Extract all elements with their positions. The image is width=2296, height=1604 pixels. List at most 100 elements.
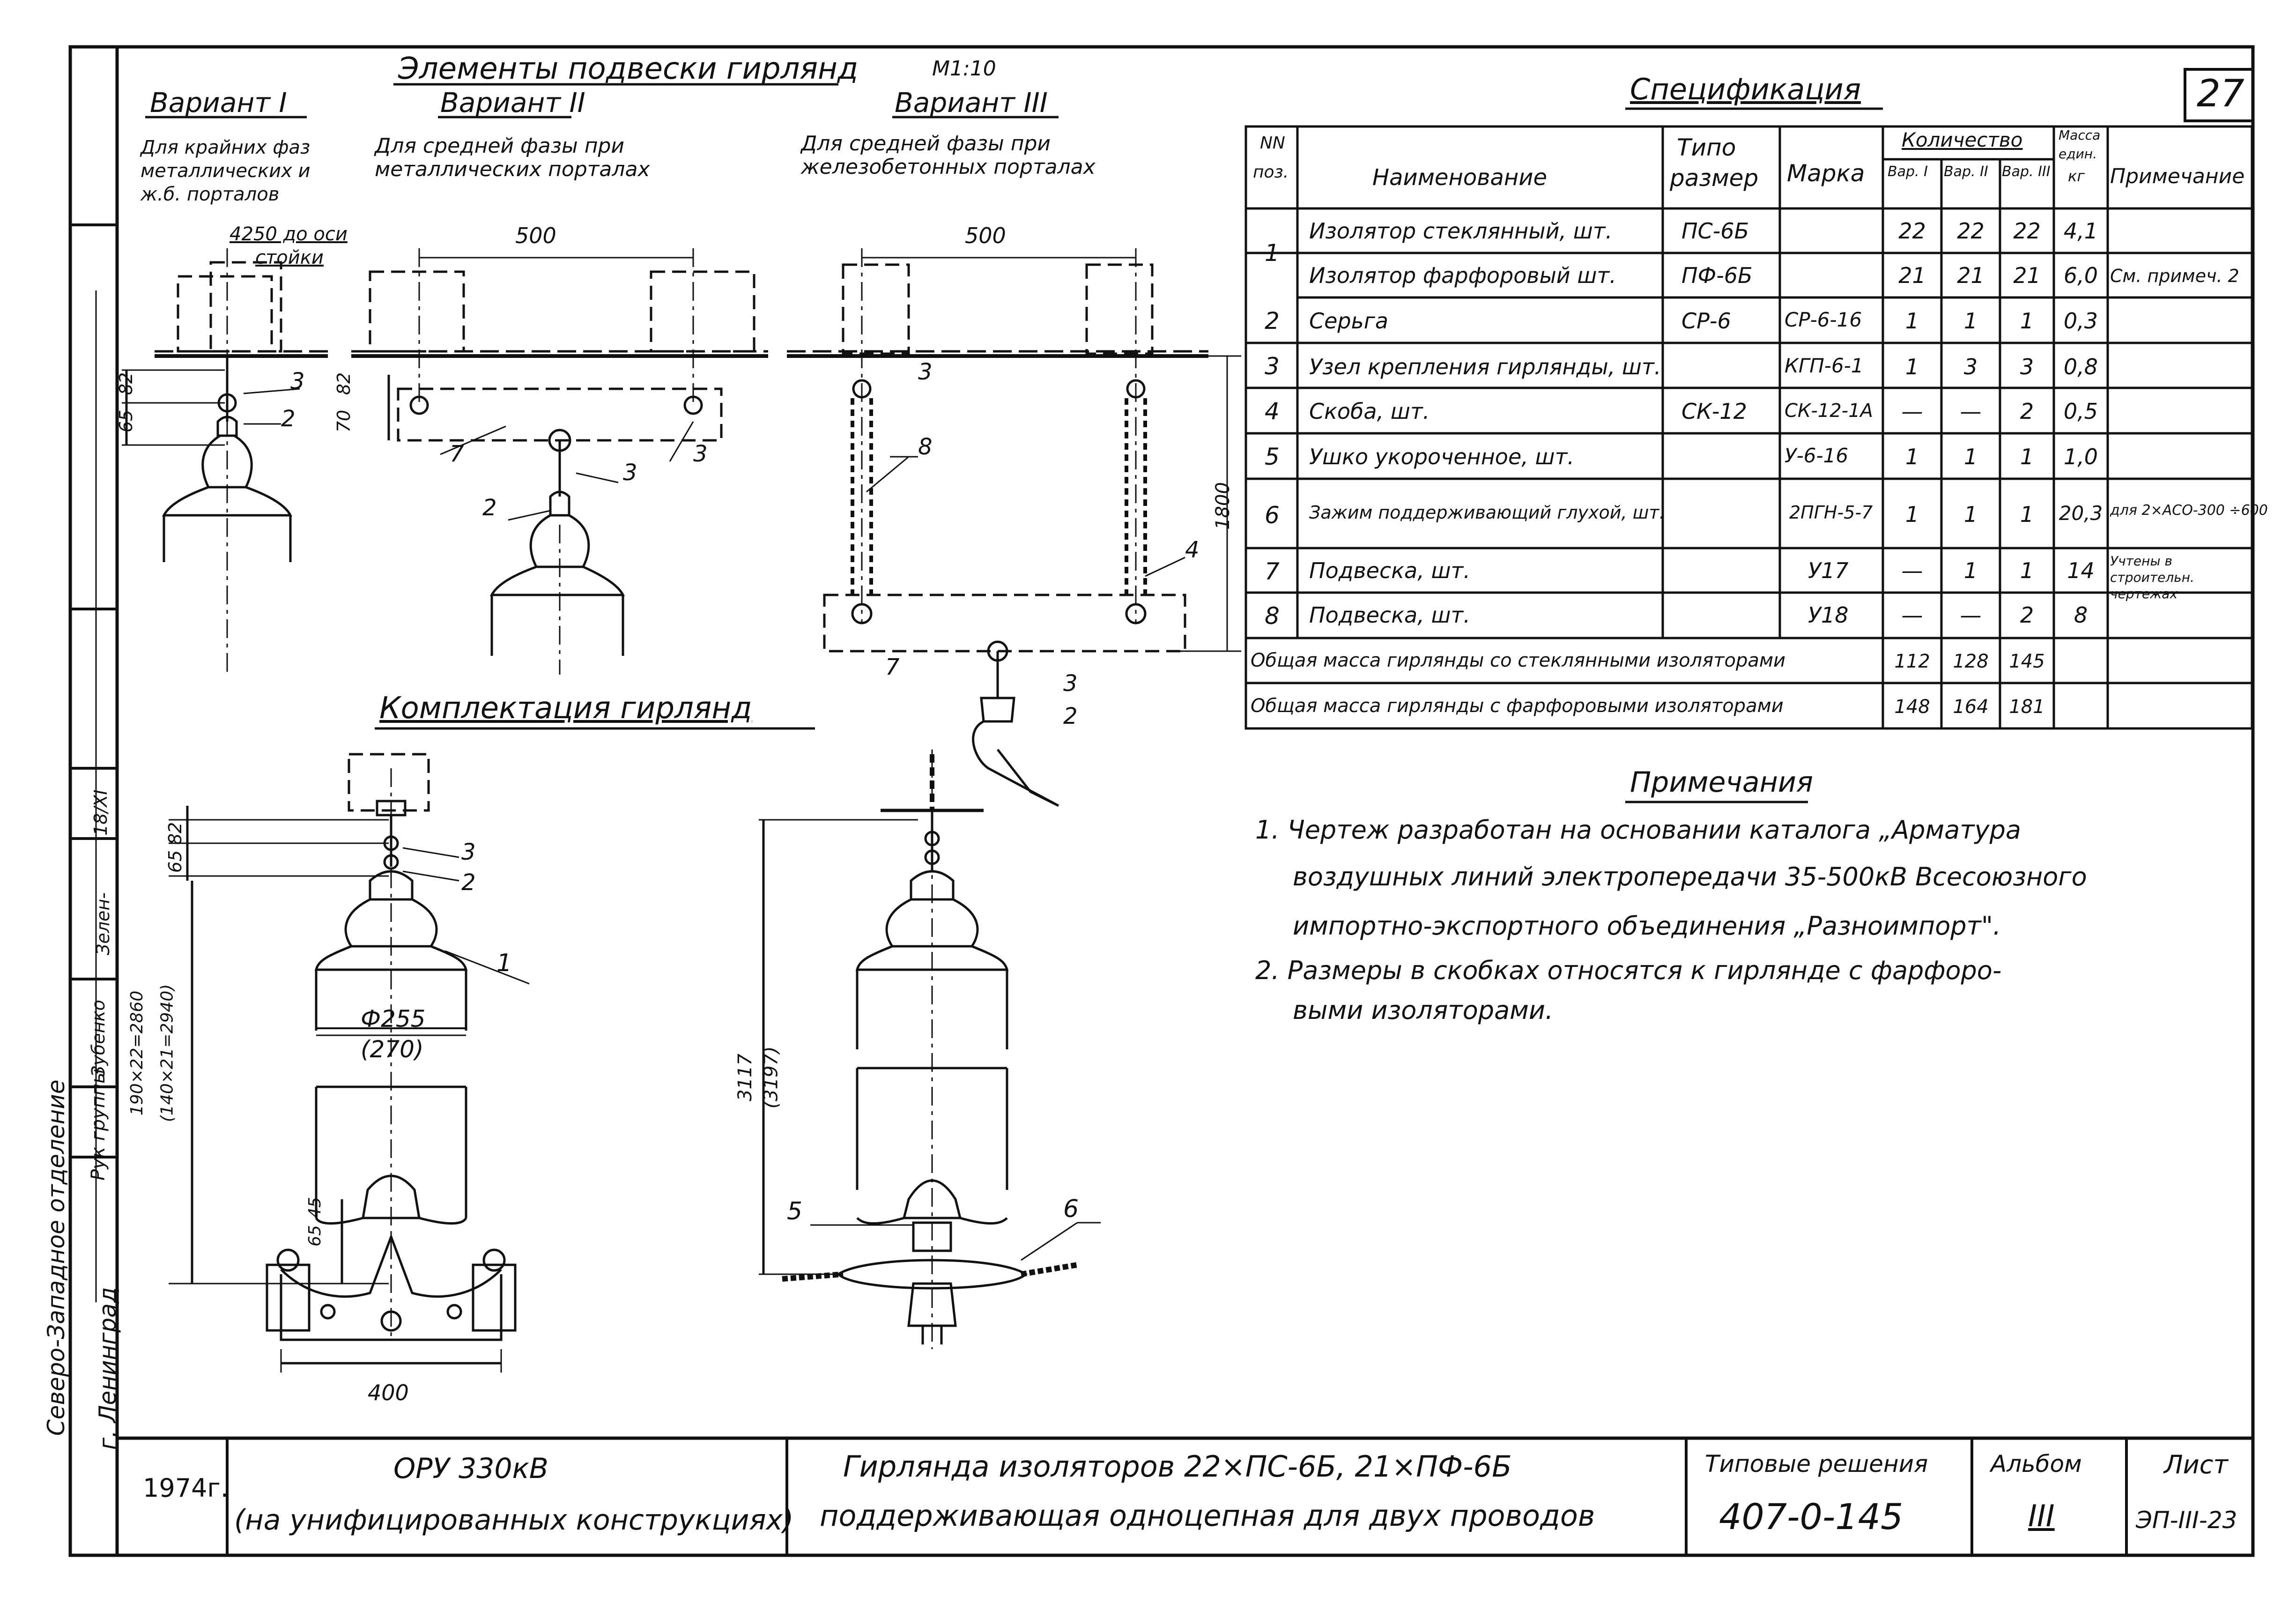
spec-row-q1: 1 — [1905, 502, 1919, 527]
variant-3-desc: Для средней фазы при — [801, 132, 1051, 156]
note-line: импортно-экспортного объединения „Разнои… — [1293, 911, 2001, 941]
spec-row-mark: КГП-6-1 — [1785, 354, 1864, 377]
spec-header-mark: Марка — [1787, 160, 1865, 187]
callout-5: 5 — [787, 1197, 803, 1225]
spec-row-q2: 1 — [1963, 308, 1978, 334]
spec-row-q3: 1 — [2020, 502, 2034, 527]
spec-header-name: Наименование — [1372, 164, 1548, 191]
spec-row-name: Зажим поддерживающий глухой, шт. — [1309, 502, 1665, 523]
sheet-number: 27 — [2197, 72, 2244, 115]
spec-row-pos: 3 — [1265, 353, 1280, 380]
spec-row-mark: У18 — [1808, 602, 1849, 628]
spec-total-q3: 181 — [2009, 696, 2045, 718]
spec-row-q3: 2 — [2020, 399, 2034, 424]
spec-row-pos: 6 — [1265, 502, 1280, 529]
spec-total-q1: 112 — [1894, 651, 1930, 672]
stamp-sheet-label: Лист — [2164, 1450, 2228, 1479]
callout-3: 3 — [693, 441, 708, 467]
spec-row-mark: У-6-16 — [1785, 444, 1849, 467]
spec-total-q3: 145 — [2009, 651, 2045, 672]
callout-2: 2 — [482, 495, 497, 521]
dimension-label: 400 — [368, 1380, 409, 1405]
side-date: 18/XI — [90, 789, 111, 836]
spec-row-name: Подвеска, шт. — [1309, 602, 1470, 628]
note-line: 2. Размеры в скобках относятся к гирлянд… — [1255, 956, 2002, 985]
spec-row-mass: 0,3 — [2063, 308, 2098, 334]
spec-header-mass: един. — [2059, 146, 2097, 162]
spec-row-q1: 1 — [1905, 444, 1919, 469]
callout-6: 6 — [1063, 1195, 1079, 1223]
spec-row-mark: СК-12-1А — [1785, 400, 1873, 422]
spec-row-q1: 22 — [1898, 218, 1926, 244]
sheet-frame — [68, 45, 2255, 1557]
spec-row-q2: 21 — [1957, 263, 1985, 288]
spec-row-q3: 2 — [2020, 602, 2034, 628]
spec-row-mass: 14 — [2067, 558, 2095, 583]
spec-header-var: Вар. III — [2002, 163, 2051, 180]
side-signature: Зелен- — [93, 892, 113, 955]
spec-row-pos: 1 — [1265, 239, 1280, 267]
stamp-title: Гирлянда изоляторов 22×ПС-6Б, 21×ПФ-6Б — [843, 1449, 1512, 1484]
spec-row-q2: — — [1960, 602, 1982, 628]
spec-header-note: Примечание — [2110, 164, 2245, 188]
dimension-label: 1800 — [1212, 482, 1234, 530]
spec-row-mark: У17 — [1808, 558, 1849, 583]
spec-header-qty: Количество — [1902, 128, 2023, 151]
variant-3-title: Вариант III — [895, 87, 1048, 119]
dimension-label: 70 — [333, 409, 355, 433]
variant-2-desc: металлических порталах — [375, 157, 650, 181]
assembly-title: Комплектация гирлянд — [379, 691, 752, 726]
spec-row-type: ПФ-6Б — [1681, 263, 1753, 288]
spec-row-q1: — — [1901, 558, 1923, 583]
dimension-label: (140×21=2940) — [157, 984, 177, 1122]
variant-1-drawing — [122, 248, 328, 675]
spec-row-note: См. примеч. 2 — [2110, 266, 2239, 286]
dimension-label: (3197) — [760, 1046, 782, 1109]
dimension-label: 45 — [305, 1197, 325, 1218]
spec-row-q3: 22 — [2013, 218, 2041, 244]
side-org: Северо-Западное отделение — [43, 1079, 70, 1436]
spec-total-q2: 164 — [1953, 696, 1989, 718]
side-group-head: Рук группы — [88, 1069, 109, 1181]
spec-row-q1: — — [1901, 399, 1923, 424]
stamp-typical-number: 407-0-145 — [1719, 1496, 1903, 1537]
spec-row-q3: 1 — [2020, 558, 2034, 583]
spec-row-q2: 1 — [1963, 502, 1978, 527]
spec-row-mark: СР-6-16 — [1785, 308, 1862, 331]
spec-row-mass: 0,8 — [2063, 354, 2098, 379]
spec-row-q2: — — [1960, 399, 1982, 424]
variant-1-desc: ж.б. порталов — [141, 184, 280, 205]
spec-row-name: Подвеска, шт. — [1309, 558, 1470, 583]
variant-2-desc: Для средней фазы при — [375, 134, 624, 158]
dimension-label: 82 — [116, 372, 137, 395]
callout-3: 3 — [290, 368, 305, 394]
spec-row-q3: 1 — [2020, 444, 2034, 469]
spec-row-q3: 3 — [2020, 354, 2034, 379]
callout-1: 1 — [496, 949, 512, 977]
dimension-label: 65 — [305, 1225, 325, 1247]
variant-1-desc: металлических и — [141, 160, 311, 182]
dimension-label: 82 — [333, 372, 355, 395]
garland-b-drawing — [759, 750, 1101, 1349]
spec-row-pos: 2 — [1265, 307, 1280, 334]
spec-header-type: размер — [1670, 164, 1759, 192]
spec-row-q2: 22 — [1957, 218, 1985, 244]
spec-row-type: ПС-6Б — [1681, 218, 1749, 244]
callout-3: 3 — [1063, 670, 1078, 697]
spec-row-q1: 21 — [1898, 263, 1926, 288]
dimension-label: 65 — [165, 850, 186, 873]
callout-2: 2 — [281, 406, 296, 432]
dimension-label: (270) — [361, 1036, 424, 1063]
note-line: 1. Чертеж разработан на основании катало… — [1255, 815, 2021, 845]
garland-a-drawing — [169, 753, 530, 1373]
spec-row-name: Изолятор стеклянный, шт. — [1309, 218, 1613, 244]
callout-4: 4 — [1185, 537, 1200, 563]
spec-row-pos: 4 — [1265, 398, 1280, 425]
spec-row-name: Серьга — [1309, 308, 1389, 334]
page-title: Элементы подвески гирлянд — [398, 52, 859, 86]
stamp-object: ОРУ 330кВ — [393, 1452, 548, 1485]
stamp-album-number: III — [2028, 1499, 2055, 1534]
dimension-label: 82 — [165, 822, 186, 845]
spec-row-name: Скоба, шт. — [1309, 399, 1430, 424]
variant-1-title: Вариант I — [150, 87, 287, 119]
